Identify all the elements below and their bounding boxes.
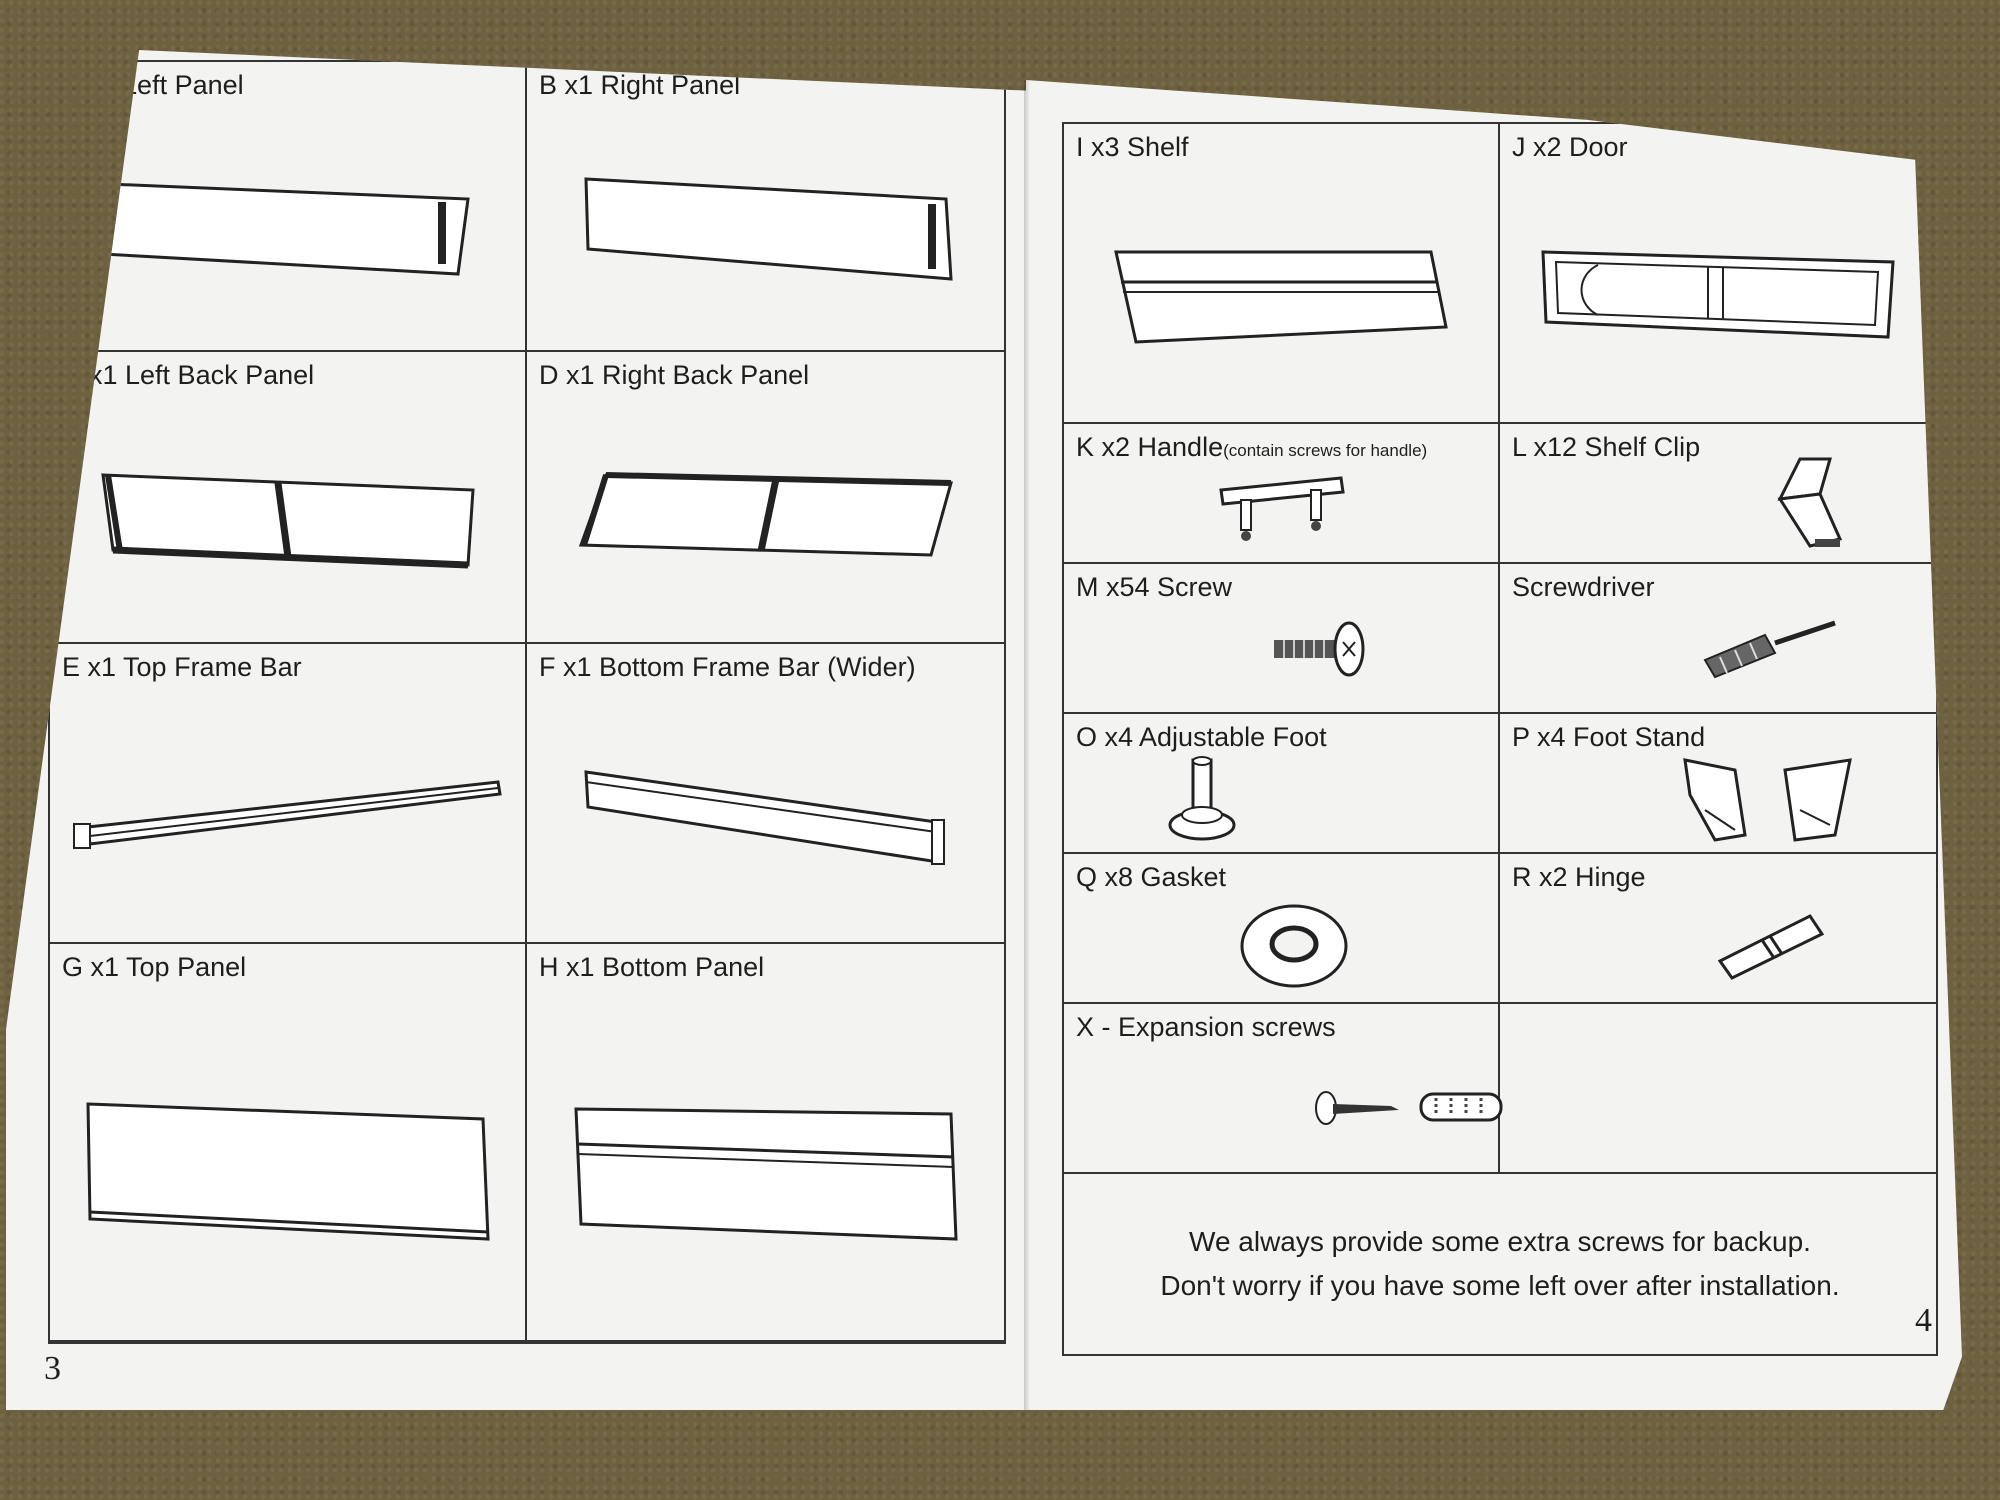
part-label: A x1 Left Panel	[62, 70, 244, 100]
part-label: R x2 Hinge	[1512, 862, 1646, 892]
part-label: M x54 Screw	[1076, 572, 1233, 602]
gasket-icon	[1240, 904, 1348, 988]
part-label: I x3 Shelf	[1076, 132, 1189, 162]
part-cell-p: P x4 Foot Stand	[1500, 714, 1936, 854]
part-label: E x1 Top Frame Bar	[62, 652, 302, 682]
part-cell-i: I x3 Shelf	[1064, 124, 1500, 424]
right-panel-icon	[583, 177, 953, 281]
part-cell-o: O x4 Adjustable Foot	[1064, 714, 1500, 854]
extra-screws-note: We always provide some extra screws for …	[1064, 1174, 1936, 1354]
part-label: H x1 Bottom Panel	[539, 952, 765, 982]
frame-bar-wide-icon	[583, 770, 945, 865]
part-label: F x1 Bottom Frame Bar (Wider)	[539, 652, 916, 682]
part-label: J x2 Door	[1512, 132, 1628, 162]
note-line-1: We always provide some extra screws for …	[1189, 1226, 1811, 1257]
part-cell-q: Q x8 Gasket	[1064, 854, 1500, 1004]
part-cell-r: R x2 Hinge	[1500, 854, 1936, 1004]
part-cell-c: C x1 Left Back Panel	[50, 352, 527, 644]
door-icon	[1541, 250, 1895, 339]
part-cell-b: B x1 Right Panel	[527, 62, 1004, 352]
part-cell-e: E x1 Top Frame Bar	[50, 644, 527, 944]
part-cell-h: H x1 Bottom Panel	[527, 944, 1004, 1342]
part-label: O x4 Adjustable Foot	[1076, 722, 1327, 752]
handle-icon	[1219, 475, 1345, 541]
parts-grid-right: I x3 Shelf J x2 Door K x2 Handle(contain…	[1062, 122, 1938, 1356]
top-panel-icon	[85, 1102, 490, 1241]
part-label: L x12 Shelf Clip	[1512, 432, 1701, 462]
part-label: K x2 Handle(contain screws for handle)	[1076, 432, 1486, 469]
part-label: Screwdriver	[1512, 572, 1655, 602]
part-sublabel: (contain screws for handle)	[1223, 441, 1428, 460]
part-label: G x1 Top Panel	[62, 952, 247, 982]
frame-bar-icon	[72, 780, 502, 849]
bottom-panel-icon	[573, 1107, 958, 1241]
part-label: C x1 Left Back Panel	[62, 360, 315, 390]
part-label: Q x8 Gasket	[1076, 862, 1227, 892]
part-label: B x1 Right Panel	[539, 70, 741, 100]
part-cell-g: G x1 Top Panel	[50, 944, 527, 1342]
manual-page-right: I x3 Shelf J x2 Door K x2 Handle(contain…	[1026, 80, 1962, 1410]
part-cell-k: K x2 Handle(contain screws for handle)	[1064, 424, 1500, 564]
shelf-icon	[1114, 250, 1448, 344]
part-cell-m: M x54 Screw	[1064, 564, 1500, 714]
manual-page-left: A x1 Left Panel B x1 Right Panel C x1 Le…	[6, 50, 1030, 1410]
screwdriver-icon	[1703, 620, 1837, 679]
center-fold	[1024, 80, 1030, 1410]
part-cell-screwdriver: Screwdriver	[1500, 564, 1936, 714]
part-cell-x: X - Expansion screws	[1064, 1004, 1503, 1174]
hinge-icon	[1718, 913, 1825, 980]
expansion-screws-icon	[1315, 1091, 1503, 1126]
part-cell-l: L x12 Shelf Clip	[1500, 424, 1936, 564]
part-cell-j: J x2 Door	[1500, 124, 1936, 424]
parts-grid-left: A x1 Left Panel B x1 Right Panel C x1 Le…	[48, 60, 1006, 1344]
page-number: 4	[1915, 1302, 1932, 1339]
part-label: X - Expansion screws	[1076, 1012, 1336, 1042]
page-number: 3	[44, 1350, 61, 1387]
back-panel-icon	[578, 472, 953, 557]
part-cell-f: F x1 Bottom Frame Bar (Wider)	[527, 644, 1004, 944]
screw-icon	[1274, 621, 1365, 677]
left-panel-icon	[100, 182, 470, 276]
note-line-2: Don't worry if you have some left over a…	[1160, 1270, 1840, 1301]
adjustable-foot-icon	[1168, 755, 1236, 841]
shelf-clip-icon	[1777, 457, 1843, 548]
back-panel-icon	[100, 473, 475, 569]
foot-stand-icon	[1683, 757, 1853, 842]
part-label: P x4 Foot Stand	[1512, 722, 1706, 752]
part-label-text: K x2 Handle	[1076, 432, 1224, 462]
part-label: D x1 Right Back Panel	[539, 360, 810, 390]
part-cell-d: D x1 Right Back Panel	[527, 352, 1004, 644]
part-cell-a: A x1 Left Panel	[50, 62, 527, 352]
part-cell-empty	[1500, 1004, 1936, 1174]
